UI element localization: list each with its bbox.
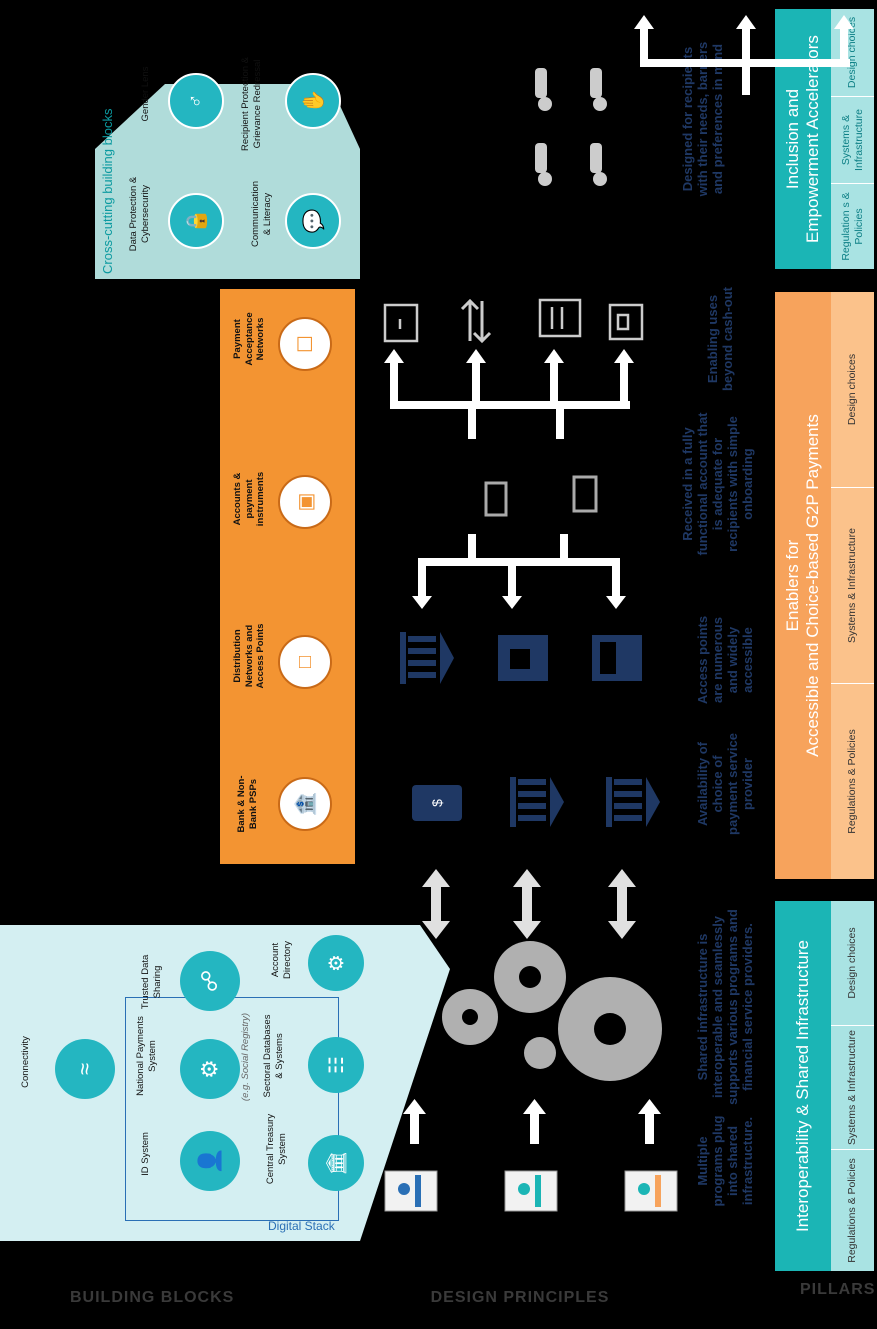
communication-icon: 💬 (285, 193, 341, 249)
bank-building-icon (400, 632, 454, 684)
data-protection-label: Data Protection & Cybersecurity (128, 176, 151, 252)
receipt-icon (538, 298, 582, 338)
transfer-arrows-icon (460, 298, 492, 344)
program-document-icon (504, 1170, 558, 1212)
branch-connector (634, 15, 854, 95)
card-icon (572, 475, 598, 513)
data-protection-icon: 🔒 (168, 193, 224, 249)
gear-cluster-icon (442, 941, 662, 1081)
bank-building-icon (510, 777, 564, 827)
svg-text:$: $ (429, 799, 445, 807)
recipient-protection-label: Recipient Protection & Grievance Redress… (240, 57, 263, 151)
mobile-money-icon: $ (412, 785, 462, 821)
atm-icon (592, 635, 642, 681)
branch-connector (384, 349, 634, 439)
arrow-program-to-gears (403, 1099, 661, 1144)
branch-connector (412, 534, 626, 609)
recipient-protection-icon: ✋ (285, 73, 341, 129)
bank-building-icon (606, 777, 660, 827)
program-document-icon (624, 1170, 678, 1212)
communication-label: Communication & Literacy (250, 181, 273, 247)
exit-icon (383, 303, 419, 343)
phone-icon (484, 481, 508, 517)
gender-lens-label: Gender Lens (140, 66, 151, 122)
double-arrow-icon (422, 869, 636, 939)
program-document-icon (384, 1170, 438, 1212)
shop-icon (498, 635, 548, 681)
people-icon (535, 68, 607, 186)
cross-cutting-title: Cross-cutting building blocks (100, 108, 115, 274)
pos-terminal-icon (608, 303, 644, 341)
gender-lens-icon: ♂ (168, 73, 224, 129)
